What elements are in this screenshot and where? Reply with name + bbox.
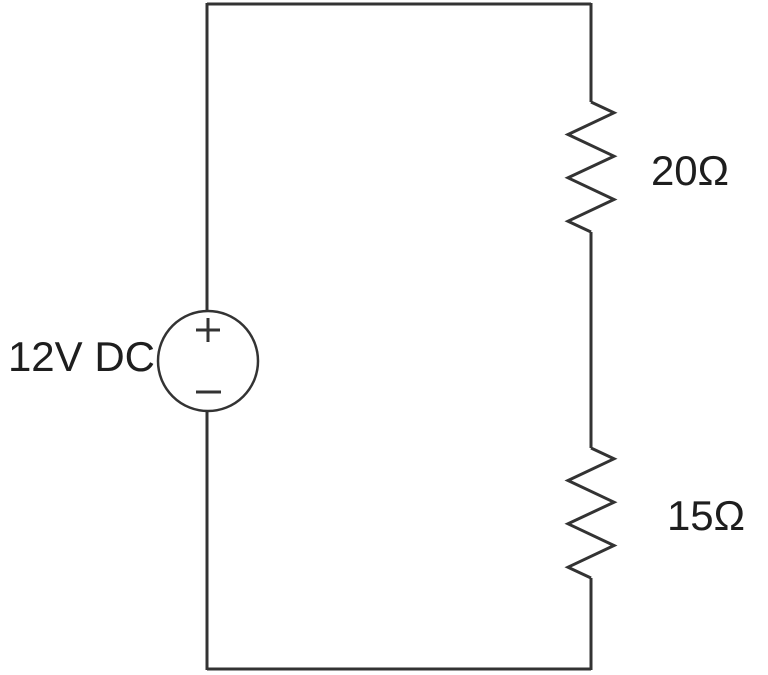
voltage-source-label: 12V DC — [8, 333, 155, 380]
resistor-top-label: 20Ω — [651, 147, 729, 194]
resistor-symbol-top — [564, 100, 618, 234]
resistor-bottom-label: 15Ω — [667, 492, 745, 539]
resistor-symbol-bottom — [564, 446, 618, 580]
voltage-source-symbol — [156, 309, 260, 413]
plus-icon — [196, 318, 220, 342]
